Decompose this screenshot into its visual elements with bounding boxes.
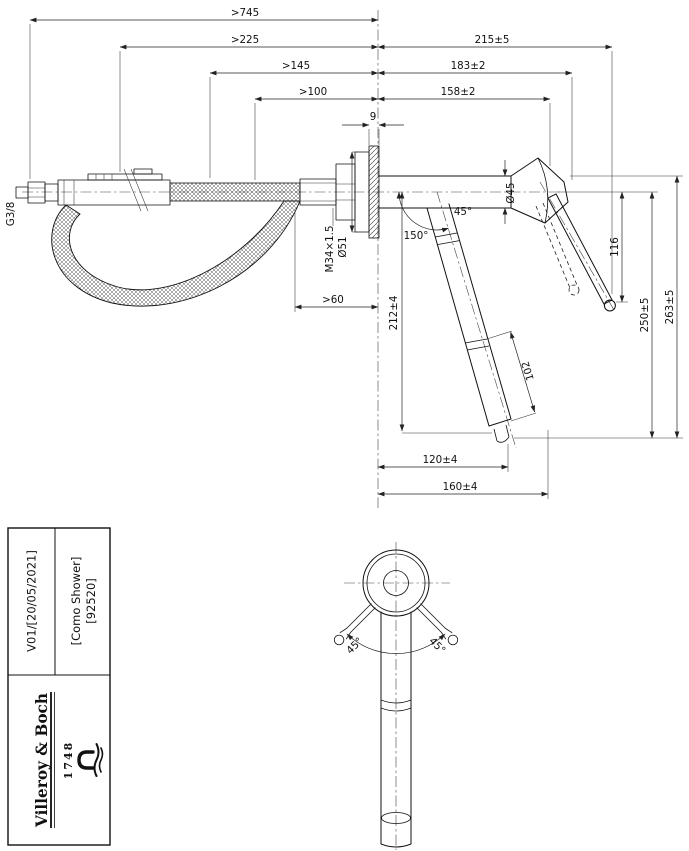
head-button: [133, 168, 153, 175]
handle-centerline: [539, 181, 615, 311]
title-block: V01/[20/05/2021] [Como Shower] [92520] V…: [7, 527, 111, 846]
dim-225-label: >225: [231, 34, 259, 46]
hose-nut: [27, 181, 46, 204]
dim-102-label: 102: [520, 360, 537, 382]
dim-102-line: [510, 331, 536, 413]
escutcheon: [354, 151, 370, 233]
dim-60-label: >60: [322, 294, 344, 306]
dim-9-label: 9: [370, 111, 377, 123]
top-angle-45-left-label: 45°: [344, 635, 365, 656]
top-view-centerlines: [344, 542, 450, 850]
brand-icon: [77, 743, 104, 777]
hose-loop: [51, 200, 301, 307]
dim-100-label: >100: [299, 86, 327, 98]
spray-head: [15, 168, 171, 212]
dim-160-label: 160±4: [443, 481, 478, 493]
top-view-lever-right: [416, 603, 459, 646]
top-view-aerator: [381, 812, 411, 824]
handle-knob: [603, 299, 616, 312]
thread-lines: [300, 182, 336, 202]
revision-text: V01/[20/05/2021]: [25, 550, 39, 652]
centerlines: [22, 10, 615, 508]
top-angle-45-right-label: 45°: [426, 635, 447, 656]
spout-tip: [493, 424, 510, 443]
product-name-text: [Como Shower]: [69, 557, 83, 646]
dim-215-label: 215±5: [475, 34, 510, 46]
dim-120-label: 120±4: [423, 454, 458, 466]
dia-45-label: Ø45: [505, 182, 517, 203]
head-collar: [44, 183, 59, 202]
handle-lever-alt: [535, 202, 578, 289]
dim-745-label: >745: [231, 7, 259, 19]
dia-51-label: Ø51: [337, 236, 349, 257]
top-view-angle-arc: [346, 633, 446, 654]
head-seam: [537, 157, 549, 224]
thread-g38-label: G3/8: [5, 202, 17, 227]
head-grip: [87, 173, 163, 181]
top-view-cartridge-circle: [383, 570, 409, 596]
top-view: 45° 45°: [333, 542, 459, 850]
product-code-text: [92520]: [84, 578, 98, 624]
brand-year-text: 1748: [62, 741, 75, 780]
angle-150-label: 150°: [404, 230, 429, 242]
top-view-body-circle-inner: [366, 553, 426, 613]
top-view-body-circle-outer: [362, 549, 430, 617]
spout-joint-rings: [434, 232, 490, 351]
dimension-labels: >745 >225 215±5 >145 183±2 >100 158±2 9 …: [5, 7, 676, 493]
grip-notches: [95, 174, 113, 180]
dim-116-label: 116: [609, 237, 621, 257]
top-view-spout-tube: [380, 611, 412, 848]
mixer-head: [510, 157, 569, 224]
dimension-lines: [29, 17, 680, 497]
head-seams: [63, 180, 171, 205]
spray-head-body: [57, 179, 171, 206]
title-block-dividers: [8, 528, 110, 676]
angle-45-label: 45°: [454, 206, 472, 218]
dim-212-label: 212±4: [388, 296, 400, 331]
dim-183-label: 183±2: [451, 60, 486, 72]
dim-158-label: 158±2: [441, 86, 476, 98]
extension-lines: [29, 24, 683, 499]
side-view: >745 >225 215±5 >145 183±2 >100 158±2 9 …: [5, 7, 683, 508]
dim-150deg-arc: [396, 191, 449, 233]
spout-centerline: [436, 191, 517, 449]
extension-line-set: [29, 24, 683, 499]
thread-m34-label: M34×1.5: [324, 226, 336, 273]
top-view-lever-left: [333, 603, 376, 646]
villeroy-boch-wordmark: Villeroy & Boch: [32, 693, 51, 828]
dim-145-label: >145: [282, 60, 310, 72]
handle-knob-alt: [568, 284, 580, 296]
hose-nut-flats: [28, 187, 45, 198]
dim-263-label: 263±5: [664, 290, 676, 325]
title-block-border: [7, 527, 111, 846]
spout: [426, 203, 512, 427]
break-slash: [123, 168, 149, 212]
handle-lever: [547, 193, 613, 305]
brand-logo: Villeroy & Boch 1748: [32, 692, 104, 828]
dim-250-label: 250±5: [639, 298, 651, 333]
hose-nipple: [15, 186, 29, 199]
